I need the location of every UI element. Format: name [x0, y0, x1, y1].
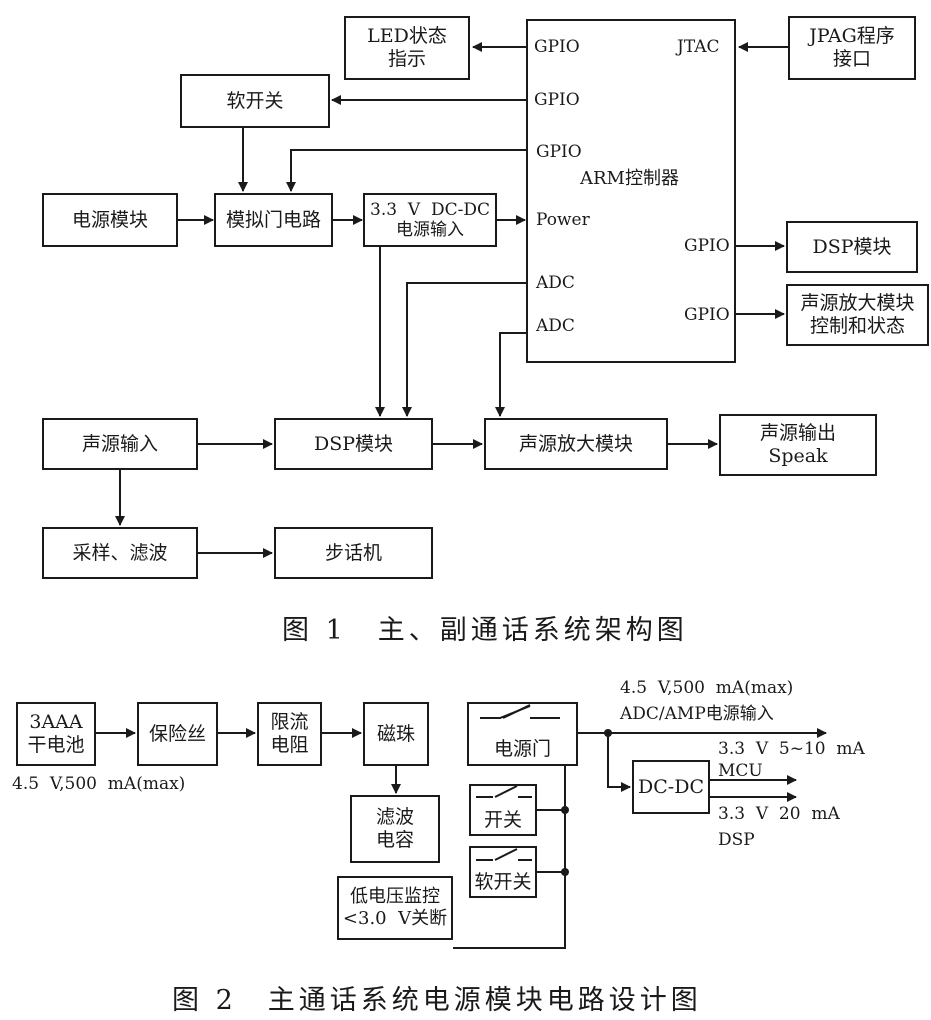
- junction-softswitch: [561, 868, 569, 876]
- soft-switch-box: 软开关: [180, 74, 330, 128]
- wire-gpio-to-gate: [286, 149, 527, 192]
- sample-filter-box: 采样、滤波: [42, 527, 198, 579]
- fuse-label: 保险丝: [148, 722, 206, 745]
- walkie-talkie-label: 步话机: [324, 541, 382, 564]
- wire-node-to-dcdc: [607, 733, 631, 792]
- arm-port-jtac: JTAC: [677, 37, 720, 57]
- soft-switch-label: 软开关: [226, 89, 284, 112]
- jpag-line2: 接口: [832, 48, 871, 70]
- fuse-box: 保险丝: [137, 702, 218, 766]
- amp-control-line1: 声源放大模块: [800, 292, 915, 315]
- soft-switch-glyph-icon: [476, 848, 532, 861]
- power-gate-box: 电源门: [467, 702, 578, 766]
- analog-gate-box: 模拟门电路: [214, 193, 333, 247]
- battery-box: 3AAA 干电池: [16, 702, 96, 766]
- arm-port-power: Power: [536, 210, 590, 230]
- dcdc-line2: 电源输入: [396, 220, 464, 240]
- filter-cap-line1: 滤波: [375, 806, 414, 829]
- power-module-box: 电源模块: [42, 193, 178, 247]
- switch-label: 开关: [483, 809, 522, 832]
- mcu-label: MCU: [718, 761, 763, 781]
- amp-control-line2: 控制和状态: [809, 315, 905, 337]
- arm-port-gpio-gate: GPIO: [536, 142, 582, 162]
- power-module-label: 电源模块: [71, 208, 148, 231]
- dcdc-converter-box: DC-DC: [632, 760, 710, 814]
- ferrite-bead-box: 磁珠: [363, 702, 429, 766]
- low-voltage-line1: 低电压监控: [350, 886, 440, 908]
- dsp-module-box: DSP模块: [274, 418, 433, 470]
- sound-output-box: 声源输出 Speak: [719, 414, 877, 476]
- figure1-caption: 图 1 主、副通话系统架构图: [282, 615, 688, 646]
- amp-module-label: 声源放大模块: [518, 432, 633, 455]
- arm-port-gpio-led: GPIO: [534, 37, 580, 57]
- wire-adc-to-amp: [495, 332, 527, 417]
- arm-controller-title: ARM控制器: [580, 168, 679, 189]
- dcdc-line1: 3.3 V DC-DC: [370, 199, 490, 220]
- walkie-talkie-box: 步话机: [274, 527, 433, 579]
- arm-port-adc1: ADC: [536, 273, 575, 293]
- led-status-line1: LED状态: [367, 25, 447, 48]
- amp-control-box: 声源放大模块 控制和状态: [786, 284, 929, 346]
- low-voltage-monitor-box: 低电压监控 <3.0 V关断: [337, 876, 453, 940]
- dcdc-converter-label: DC-DC: [638, 775, 704, 798]
- soft-switch-label-fig2: 软开关: [474, 871, 532, 894]
- filter-capacitor-box: 滤波 电容: [350, 795, 440, 863]
- battery-line2: 干电池: [27, 734, 85, 756]
- filter-cap-line2: 电容: [375, 829, 414, 851]
- dsp-spec-label: 3.3 V 20 mA: [718, 804, 840, 824]
- adc-amp-power-label: ADC/AMP电源输入: [620, 704, 774, 724]
- figure2-caption: 图 2 主通话系统电源模块电路设计图: [172, 985, 702, 1016]
- led-status-box: LED状态 指示: [344, 16, 470, 80]
- dcdc-input-box: 3.3 V DC-DC 电源输入: [363, 193, 497, 247]
- amp-module-box: 声源放大模块: [484, 418, 668, 470]
- jpag-line1: JPAG程序: [809, 25, 895, 48]
- resistor-line1: 限流: [270, 711, 309, 734]
- wire-adc-to-dsp: [402, 282, 527, 417]
- low-voltage-line2: <3.0 V关断: [342, 908, 448, 929]
- sound-output-line1: 声源输出: [759, 422, 836, 445]
- mcu-spec-label: 3.3 V 5~10 mA: [718, 739, 865, 759]
- junction-switch: [561, 806, 569, 814]
- power-gate-switch-glyph: [480, 704, 560, 719]
- arm-port-gpio-amp: GPIO: [684, 305, 730, 325]
- arm-controller-box: [526, 19, 736, 363]
- jpag-interface-box: JPAG程序 接口: [788, 16, 916, 80]
- led-status-line2: 指示: [387, 48, 426, 70]
- switch-box: 开关: [469, 784, 537, 836]
- dsp-module-right-box: DSP模块: [786, 221, 918, 273]
- sound-input-label: 声源输入: [81, 432, 158, 455]
- arm-port-adc2: ADC: [536, 316, 575, 336]
- junction-node: [604, 729, 612, 737]
- switch-glyph-icon: [476, 785, 532, 798]
- wire-monitor-to-gate: [453, 766, 566, 949]
- power-gate-label: 电源门: [493, 738, 551, 761]
- battery-spec-label: 4.5 V,500 mA(max): [12, 774, 186, 794]
- current-limit-resistor-box: 限流 电阻: [257, 702, 322, 766]
- sample-filter-label: 采样、滤波: [72, 541, 168, 564]
- sound-output-line2: Speak: [768, 445, 828, 467]
- battery-line1: 3AAA: [29, 711, 83, 734]
- sound-input-box: 声源输入: [42, 418, 198, 470]
- resistor-line2: 电阻: [270, 734, 309, 756]
- ferrite-bead-label: 磁珠: [376, 722, 415, 745]
- arm-port-gpio-softswitch: GPIO: [534, 90, 580, 110]
- soft-switch-box-fig2: 软开关: [469, 846, 537, 898]
- dsp-module-right-label: DSP模块: [812, 235, 892, 258]
- arm-port-gpio-dsp: GPIO: [684, 236, 730, 256]
- dsp-module-label: DSP模块: [313, 432, 394, 455]
- adc-amp-spec-label: 4.5 V,500 mA(max): [620, 678, 794, 698]
- analog-gate-label: 模拟门电路: [225, 208, 321, 231]
- dsp-label: DSP: [718, 830, 755, 850]
